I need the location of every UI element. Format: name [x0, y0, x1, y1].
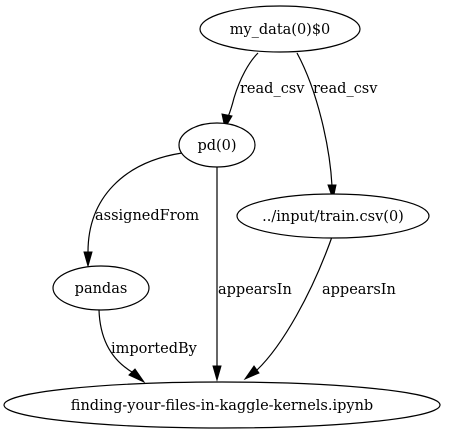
node-label-my-data: my_data(0)$0 [230, 22, 331, 38]
edge-pd-to-notebook: appearsIn [212, 166, 292, 382]
edge-label-appears-in-right: appearsIn [322, 282, 396, 298]
edge-label-appears-in-middle: appearsIn [218, 282, 292, 298]
edge-label-read-csv-left: read_csv [240, 81, 305, 97]
node-notebook: finding-your-files-in-kaggle-kernels.ipy… [3, 381, 441, 429]
node-my-data: my_data(0)$0 [199, 5, 361, 53]
node-label-pd: pd(0) [197, 138, 236, 154]
node-pd: pd(0) [178, 122, 256, 168]
edge-pd-to-pandas: assignedFrom [83, 152, 199, 268]
edge-train-csv-to-notebook: appearsIn [243, 233, 396, 381]
node-label-train-csv: ../input/train.csv(0) [262, 209, 404, 225]
edge-label-read-csv-right: read_csv [313, 81, 378, 97]
edge-label-assigned-from: assignedFrom [95, 208, 199, 224]
edge-pandas-to-notebook: importedBy [98, 309, 198, 384]
node-pandas: pandas [52, 265, 150, 311]
edge-label-imported-by: importedBy [111, 341, 198, 357]
node-label-pandas: pandas [75, 281, 128, 297]
edge-my-data-to-train-csv: read_csv [296, 52, 378, 201]
node-train-csv: ../input/train.csv(0) [236, 193, 430, 239]
edge-my-data-to-pd: read_csv [221, 52, 305, 130]
node-label-notebook: finding-your-files-in-kaggle-kernels.ipy… [71, 398, 373, 414]
